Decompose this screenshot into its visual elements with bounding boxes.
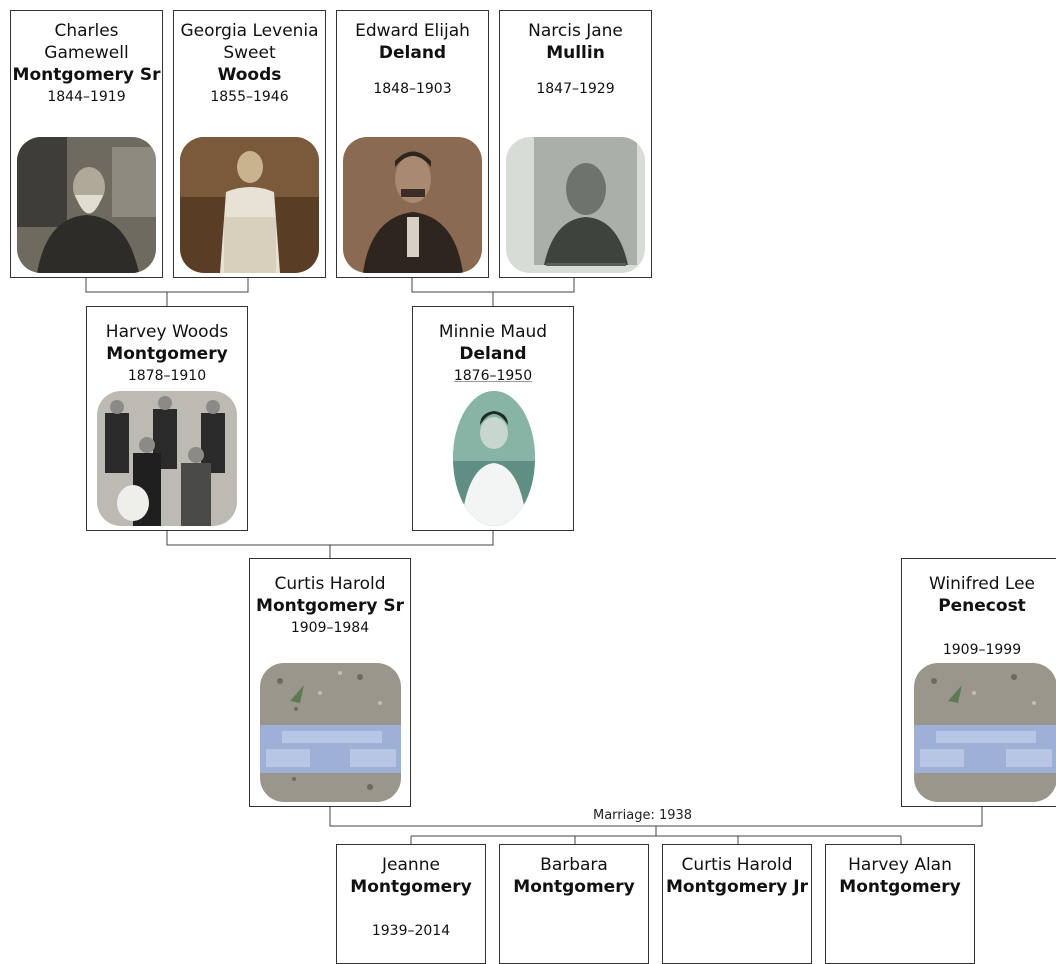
portrait-photo[interactable] — [343, 137, 482, 273]
person-card-winifred[interactable]: Winifred Lee Penecost 1909–1999 — [901, 558, 1056, 807]
given-name: Minnie Maud — [438, 322, 548, 342]
life-dates: 1848–1903 — [373, 81, 452, 97]
portrait-photo[interactable] — [453, 391, 535, 526]
headstone-photo[interactable] — [260, 663, 401, 802]
given-name: Edward Elijah — [355, 21, 470, 41]
person-card-narcis[interactable]: Narcis Jane Mullin 1847–1929 — [499, 10, 652, 278]
person-card-harvey-alan[interactable]: Harvey Alan Montgomery — [825, 844, 975, 964]
person-card-jeanne[interactable]: Jeanne Montgomery 1939–2014 — [336, 844, 486, 964]
surname: Montgomery Sr — [256, 596, 404, 616]
given-name: Charles Gamewell — [44, 21, 129, 63]
surname: Woods — [217, 65, 282, 85]
life-dates: 1847–1929 — [536, 81, 615, 97]
life-dates: 1939–2014 — [371, 923, 451, 939]
surname: Mullin — [546, 43, 605, 63]
surname: Montgomery — [513, 877, 635, 897]
person-card-harvey-woods[interactable]: Harvey Woods Montgomery 1878–1910 — [86, 306, 248, 531]
given-name: Jeanne — [382, 855, 440, 875]
life-dates: 1876–1950 — [453, 368, 533, 384]
life-dates: 1878–1910 — [127, 368, 207, 384]
life-dates: 1855–1946 — [210, 89, 289, 105]
person-card-curtis-sr[interactable]: Curtis Harold Montgomery Sr 1909–1984 — [249, 558, 411, 807]
given-name: Curtis Harold — [274, 574, 386, 594]
person-card-minnie[interactable]: Minnie Maud Deland 1876–1950 — [412, 306, 574, 531]
given-name: Winifred Lee — [928, 574, 1035, 594]
person-card-charles[interactable]: Charles Gamewell Montgomery Sr 1844–1919 — [10, 10, 163, 278]
life-dates: 1844–1919 — [47, 89, 126, 105]
person-card-curtis-jr[interactable]: Curtis Harold Montgomery Jr — [662, 844, 812, 964]
surname: Deland — [378, 43, 447, 63]
surname: Deland — [459, 344, 527, 364]
given-name: Harvey Woods — [105, 322, 229, 342]
surname: Montgomery — [350, 877, 472, 897]
given-name: Harvey Alan — [848, 855, 952, 875]
portrait-photo[interactable] — [180, 137, 319, 273]
surname: Montgomery — [106, 344, 228, 364]
marriage-label: Marriage: 1938 — [592, 808, 694, 824]
surname: Penecost — [938, 596, 1026, 616]
given-name: Georgia Levenia Sweet — [180, 21, 319, 63]
given-name: Narcis Jane — [528, 21, 623, 41]
portrait-photo[interactable] — [17, 137, 156, 273]
headstone-photo[interactable] — [914, 663, 1056, 802]
person-card-barbara[interactable]: Barbara Montgomery — [499, 844, 649, 964]
person-card-georgia[interactable]: Georgia Levenia Sweet Woods 1855–1946 — [173, 10, 326, 278]
given-name: Barbara — [540, 855, 608, 875]
life-dates: 1909–1984 — [290, 620, 370, 636]
surname: Montgomery — [839, 877, 961, 897]
person-card-edward[interactable]: Edward Elijah Deland 1848–1903 — [336, 10, 489, 278]
portrait-photo[interactable] — [506, 137, 645, 273]
portrait-photo[interactable] — [97, 391, 237, 526]
surname: Montgomery Jr — [665, 877, 808, 897]
life-dates: 1909–1999 — [942, 642, 1022, 658]
given-name: Curtis Harold — [681, 855, 793, 875]
surname: Montgomery Sr — [12, 65, 161, 85]
